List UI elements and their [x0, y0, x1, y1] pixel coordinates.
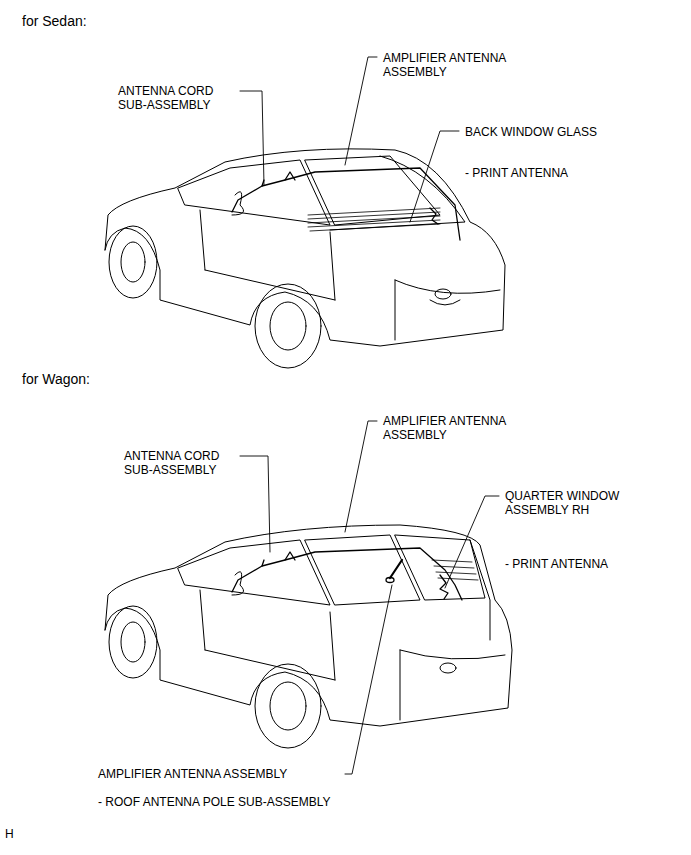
wagon-antenna-wiring: [232, 548, 462, 600]
part-name: QUARTER WINDOW ASSEMBLY RH: [505, 489, 630, 517]
part-name: AMPLIFIER ANTENNA ASSEMBLY: [383, 414, 518, 442]
sedan-antenna-wiring: [232, 168, 460, 240]
part-name: AMPLIFIER ANTENNA ASSEMBLY: [383, 51, 518, 79]
print-antenna-lines: [308, 208, 440, 231]
part-name: ANTENNA CORD SUB-ASSEMBLY: [124, 449, 236, 477]
print-antenna-lines: [432, 560, 478, 580]
part-name: ANTENNA CORD SUB-ASSEMBLY: [118, 84, 230, 112]
figure-code: H: [5, 827, 14, 841]
part-note: - PRINT ANTENNA: [505, 557, 608, 571]
part-note: - PRINT ANTENNA: [465, 166, 568, 180]
section-heading: for Wagon:: [22, 371, 90, 387]
part-note: - ROOF ANTENNA POLE SUB-ASSEMBLY: [98, 795, 331, 809]
sedan-body: [105, 149, 505, 368]
part-name: BACK WINDOW GLASS: [465, 125, 597, 139]
section-heading: for Sedan:: [22, 13, 87, 29]
wagon-body: [105, 525, 512, 748]
part-name: AMPLIFIER ANTENNA ASSEMBLY: [98, 767, 287, 781]
